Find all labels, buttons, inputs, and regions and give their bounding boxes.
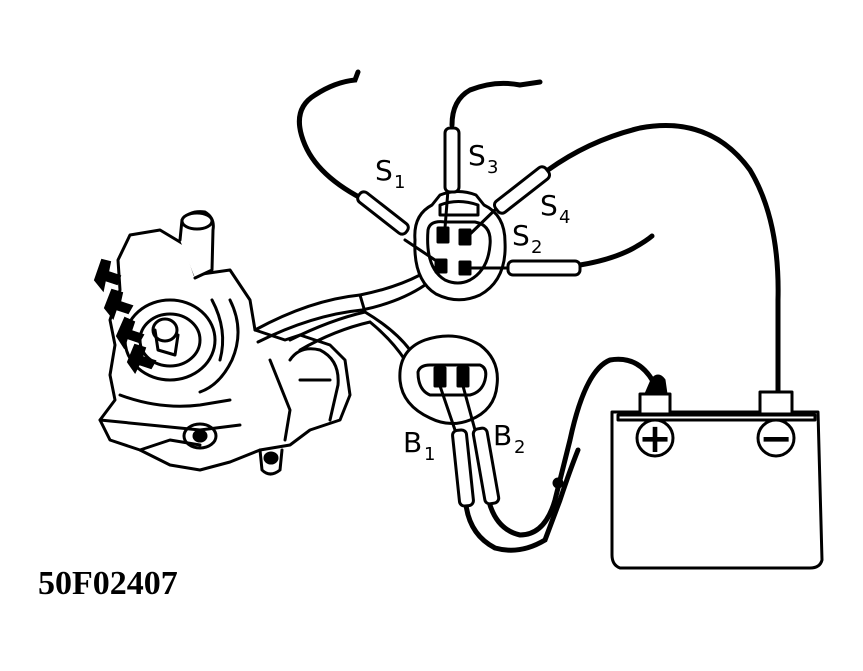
- arrow-icon: [93, 258, 157, 374]
- battery-icon: [610, 374, 824, 570]
- svg-text:S: S: [540, 189, 558, 222]
- svg-text:B: B: [493, 419, 512, 452]
- figure-code: 50F02407: [38, 565, 178, 602]
- battery-positive-symbol: +: [638, 416, 672, 462]
- test-lead-icon: [296, 69, 781, 553]
- terminal-label-b2: B 2: [493, 419, 525, 458]
- coil-connector-icon: [398, 334, 499, 425]
- sensor-connector-icon: [413, 190, 507, 302]
- svg-text:1: 1: [394, 172, 405, 193]
- svg-text:1: 1: [424, 444, 435, 465]
- terminal-label-s3: S 3: [468, 139, 498, 178]
- wiring-harness-icon: [253, 273, 427, 362]
- terminal-label-s2: S 2: [512, 219, 542, 258]
- svg-text:2: 2: [514, 437, 525, 458]
- battery-negative-symbol: −: [759, 416, 793, 462]
- svg-text:B: B: [403, 426, 422, 459]
- svg-text:S: S: [375, 154, 393, 187]
- svg-text:4: 4: [559, 207, 570, 228]
- svg-text:S: S: [468, 139, 486, 172]
- terminal-label-b1: B 1: [403, 426, 435, 465]
- svg-text:2: 2: [531, 237, 542, 258]
- svg-text:S: S: [512, 219, 530, 252]
- terminal-label-s1: S 1: [375, 154, 405, 193]
- distributor-assembly-icon: [98, 210, 352, 476]
- svg-text:3: 3: [487, 157, 498, 178]
- terminal-label-s4: S 4: [540, 189, 570, 228]
